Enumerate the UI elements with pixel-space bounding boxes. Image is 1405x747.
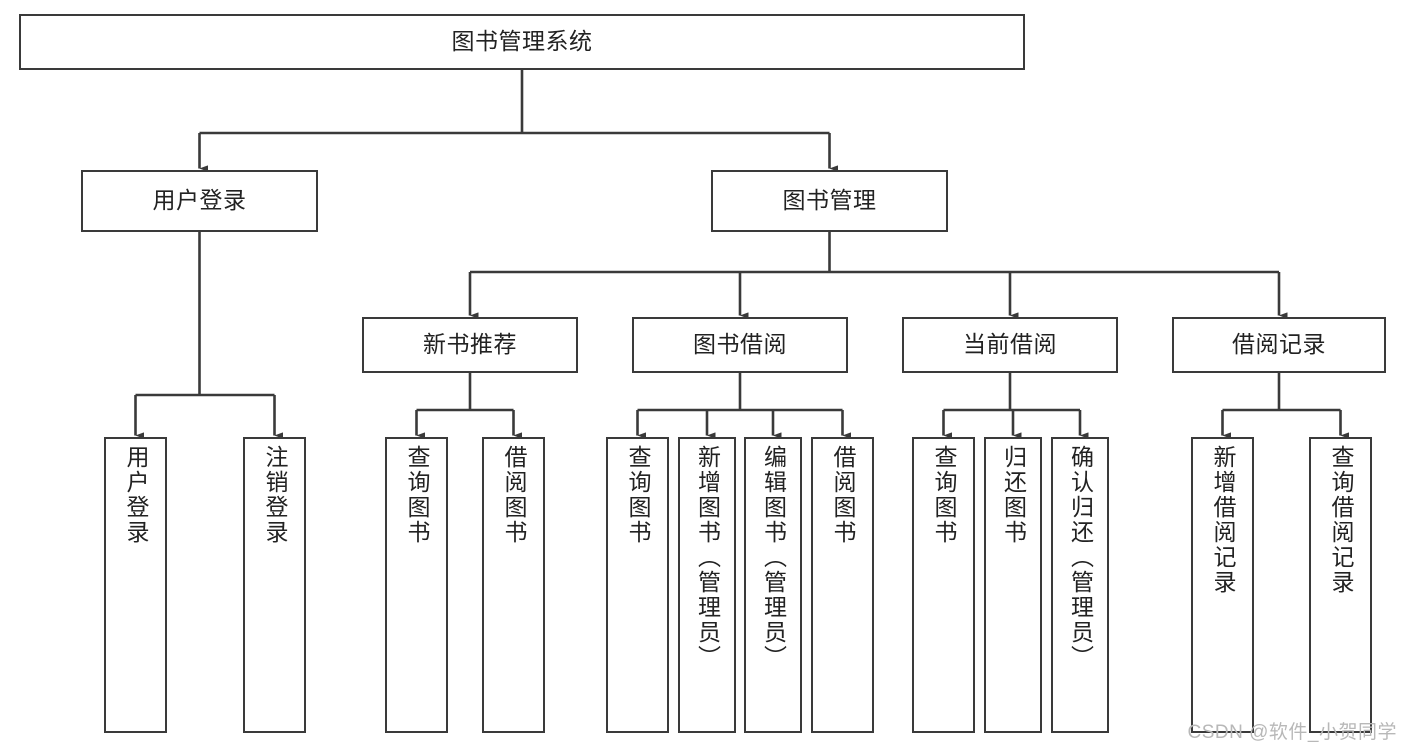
node-label: 图书借阅 (693, 331, 787, 358)
node-label: 图书管理系统 (451, 28, 593, 55)
node-label: 新增图书（管理员） (694, 445, 721, 670)
node-borrowing-record[interactable]: 借阅记录 (1172, 317, 1386, 373)
leaf-node-edit-book-admin[interactable]: 编辑图书（管理员） (744, 437, 802, 733)
node-label: 借阅图书 (501, 445, 527, 545)
node-label: 查询图书 (404, 445, 430, 545)
node-label: 用户登录 (123, 445, 149, 545)
node-current-borrowing[interactable]: 当前借阅 (902, 317, 1118, 373)
node-label: 图书管理 (782, 187, 877, 214)
node-book-management[interactable]: 图书管理 (711, 170, 948, 232)
node-label: 查询借阅记录 (1328, 445, 1354, 595)
leaf-node-add-borrow-record[interactable]: 新增借阅记录 (1191, 437, 1254, 733)
node-root-book-management-system[interactable]: 图书管理系统 (19, 14, 1025, 70)
node-label: 查询图书 (931, 445, 957, 545)
leaf-node-return-book[interactable]: 归还图书 (984, 437, 1042, 733)
leaf-node-borrow-book-rec[interactable]: 借阅图书 (482, 437, 545, 733)
node-book-borrowing[interactable]: 图书借阅 (632, 317, 848, 373)
node-label: 注销登录 (262, 445, 288, 545)
node-new-book-recommendation[interactable]: 新书推荐 (362, 317, 578, 373)
leaf-node-query-book-borrow[interactable]: 查询图书 (606, 437, 669, 733)
node-label: 新书推荐 (423, 331, 517, 358)
leaf-node-query-borrow-record[interactable]: 查询借阅记录 (1309, 437, 1372, 733)
node-label: 用户登录 (152, 187, 247, 214)
node-label: 借阅记录 (1232, 331, 1326, 358)
node-label: 当前借阅 (963, 331, 1057, 358)
leaf-node-add-book-admin[interactable]: 新增图书（管理员） (678, 437, 736, 733)
node-user-login[interactable]: 用户登录 (81, 170, 318, 232)
leaf-node-borrow-book[interactable]: 借阅图书 (811, 437, 874, 733)
node-label: 确认归还（管理员） (1067, 445, 1094, 670)
node-label: 借阅图书 (830, 445, 856, 545)
node-label: 归还图书 (1000, 445, 1027, 545)
leaf-node-query-book-current[interactable]: 查询图书 (912, 437, 975, 733)
node-label: 查询图书 (625, 445, 651, 545)
node-label: 新增借阅记录 (1210, 445, 1236, 595)
leaf-node-user-logout[interactable]: 注销登录 (243, 437, 306, 733)
leaf-node-query-book-rec[interactable]: 查询图书 (385, 437, 448, 733)
leaf-node-user-login[interactable]: 用户登录 (104, 437, 167, 733)
leaf-node-confirm-return-admin[interactable]: 确认归还（管理员） (1051, 437, 1109, 733)
node-label: 编辑图书（管理员） (760, 445, 787, 670)
